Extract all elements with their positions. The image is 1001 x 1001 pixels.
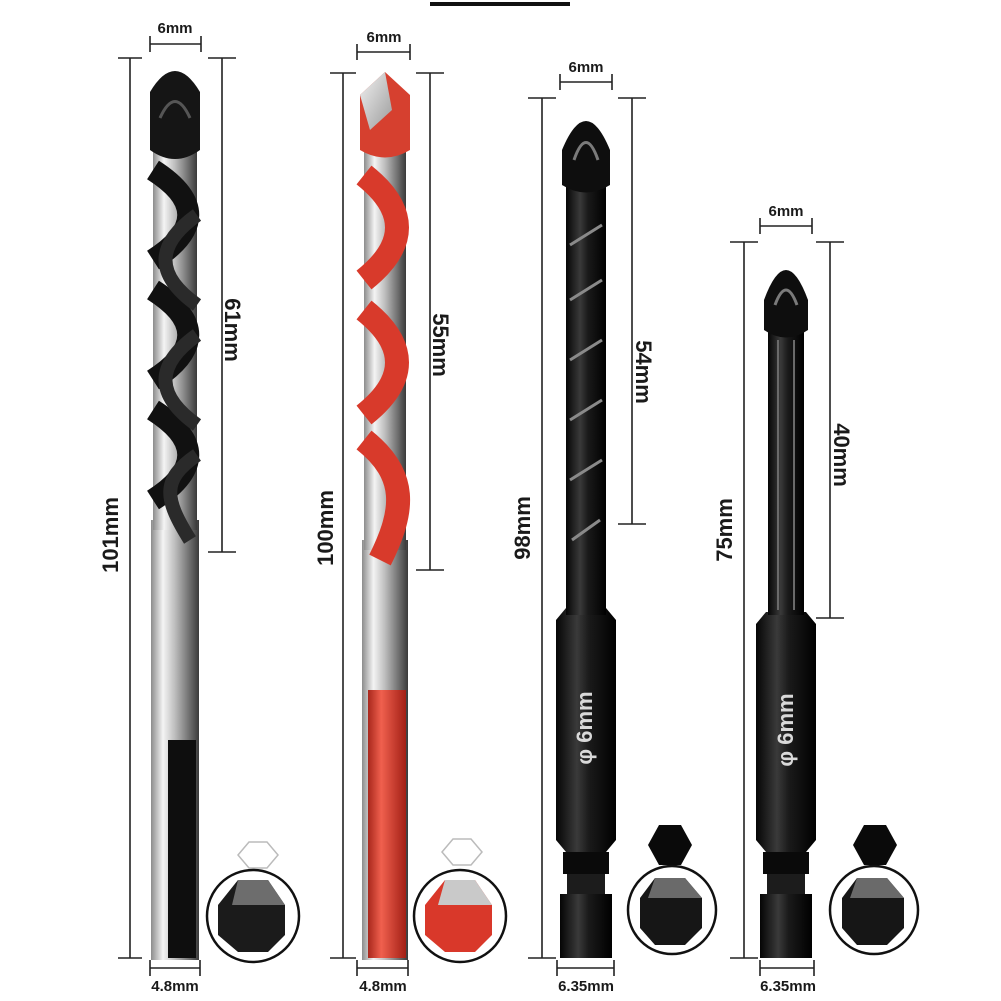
shank-marking: φ 6mm [572, 691, 597, 764]
carbide-tip [764, 270, 808, 338]
shank-marking: φ 6mm [773, 693, 798, 766]
shank-cross-section-inset [626, 825, 718, 956]
hex-shank [556, 608, 616, 852]
flute-length-label: 54mm [631, 340, 656, 404]
round-section-icon [237, 841, 279, 869]
hex-section-icon [853, 825, 897, 865]
shank-width-label: 6.35mm [558, 978, 614, 995]
tip-width-label: 6mm [568, 59, 603, 76]
flute-length-label: 61mm [220, 298, 245, 362]
shank-width-label: 6.35mm [760, 978, 816, 995]
total-length-label: 101mm [98, 497, 123, 573]
flute-length-label: 55mm [428, 313, 453, 377]
shank-width-label: 4.8mm [151, 978, 199, 995]
total-length-label: 98mm [510, 496, 535, 560]
total-length-label: 75mm [712, 498, 737, 562]
tip-width-label: 6mm [768, 203, 803, 220]
spiral-flute-highlights [569, 223, 603, 542]
shank-flat-red [368, 690, 406, 958]
shank-cross-section-inset [828, 825, 920, 956]
drill-bit-4: 6mm 75mm 40mm φ 6mm 6.35mm [712, 203, 920, 995]
carbide-tip [562, 121, 610, 193]
shank-width-label: 4.8mm [359, 978, 407, 995]
tip-width-label: 6mm [366, 29, 401, 46]
drill-bit-3: 6mm 98mm 54mm φ 6mm 6.35mm [510, 59, 718, 995]
carbide-tip [150, 71, 200, 159]
hex-shank [756, 612, 816, 852]
shank-cross-section-inset [205, 841, 301, 964]
round-section-icon [441, 838, 483, 866]
hex-section-icon [648, 825, 692, 865]
shank-flat [168, 740, 196, 958]
drill-bit-2: 6mm 100mm 55mm 4.8mm [313, 29, 508, 995]
top-edge-bar [430, 2, 570, 6]
flute-length-label: 40mm [829, 423, 854, 487]
spiral-flute-red [356, 165, 411, 566]
total-length-label: 100mm [313, 490, 338, 566]
shank-cross-section-inset [412, 838, 508, 964]
drill-bit-1: 6mm 101mm 61mm 4.8mm [98, 20, 301, 995]
tip-width-label: 6mm [157, 20, 192, 37]
